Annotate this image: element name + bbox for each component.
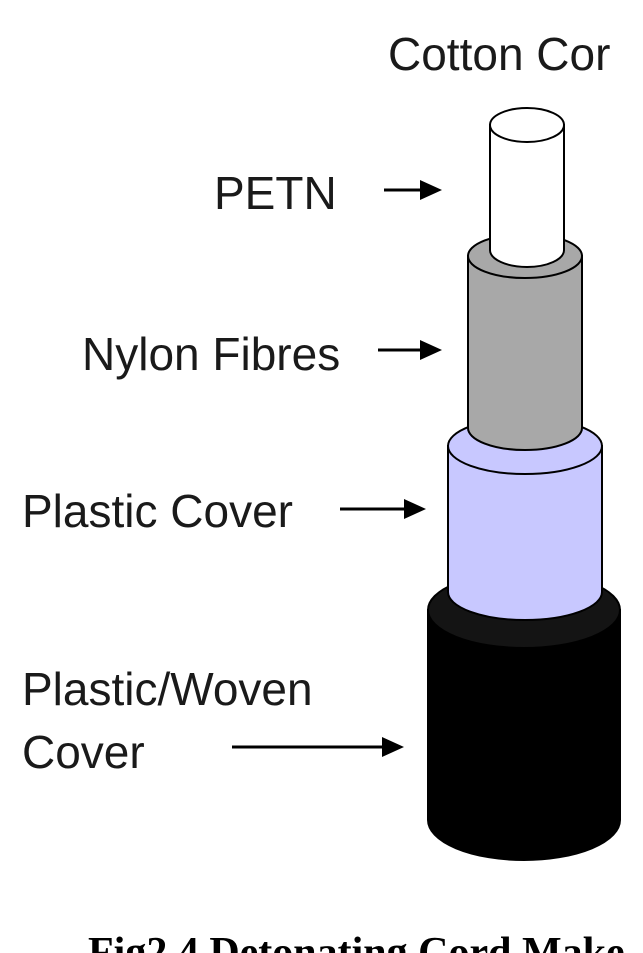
plastic-woven-cover-label-line1: Plastic/Woven [22, 663, 313, 715]
plastic-woven-cover-arrow [232, 737, 404, 757]
plastic-cover-arrow [340, 499, 426, 519]
petn-label: PETN [214, 167, 337, 219]
nylon-fibres-arrow [378, 340, 442, 360]
nylon-fibres-label: Nylon Fibres [82, 328, 340, 380]
petn-arrow [384, 180, 442, 200]
figure-caption: Fig2.4 Detonating Cord Make [88, 930, 625, 953]
cotton-core-label: Cotton Cor [388, 28, 610, 80]
plastic-cover-label: Plastic Cover [22, 485, 293, 537]
petn-core-layer [489, 107, 565, 268]
plastic-woven-cover-label-line2: Cover [22, 726, 145, 778]
